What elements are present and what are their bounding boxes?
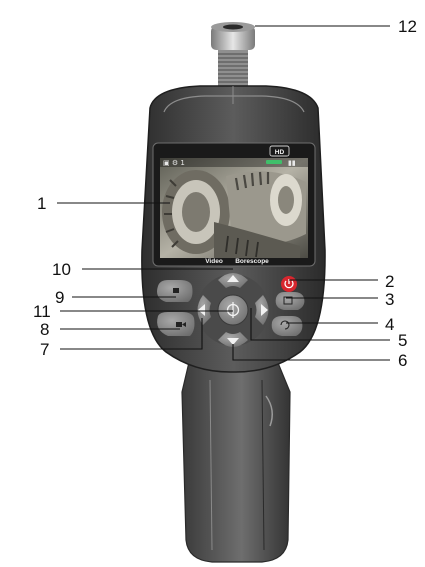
zoom-button[interactable] [275, 292, 305, 310]
arrow-left-icon [198, 304, 205, 316]
battery-indicator [266, 160, 282, 164]
camera-head [211, 22, 255, 88]
camera-lens-icon [223, 24, 243, 30]
screen-status-icons: ▣ ⚙ 1 [163, 159, 185, 167]
rotate-icon [280, 320, 290, 330]
camera-icon [173, 288, 179, 293]
zoom-icon [283, 296, 293, 305]
callout-9: 9 [55, 288, 64, 307]
callout-11: 11 [33, 302, 51, 321]
callout-12: 12 [398, 17, 417, 36]
hd-badge-frame [269, 145, 290, 157]
video-icon [176, 322, 186, 327]
gear-image [162, 170, 306, 258]
arrow-right-icon [261, 304, 268, 316]
callout-6: 6 [398, 351, 407, 370]
mode-label-video: Video [205, 258, 223, 265]
callout-10: 10 [52, 260, 71, 279]
record-button[interactable] [157, 312, 195, 336]
callout-7: 7 [40, 340, 49, 359]
signal-indicator: ▮▮ [288, 159, 296, 167]
arrow-down-icon [227, 338, 239, 345]
trigger-grip [265, 395, 273, 427]
screen: ▣ ⚙ 1 ▮▮ [160, 158, 308, 258]
ok-icon [226, 302, 240, 318]
power-icon [284, 280, 294, 289]
device-handle [181, 357, 291, 563]
rotate-button[interactable] [271, 316, 303, 336]
mode-label-borescope: Borescope [235, 258, 269, 265]
callout-3: 3 [385, 290, 394, 309]
callout-2: 2 [385, 272, 394, 291]
callout-5: 5 [398, 331, 407, 350]
callout-4: 4 [385, 315, 394, 334]
hd-badge: HD [275, 149, 285, 156]
arrow-up-icon [227, 275, 239, 282]
leader-lines [57, 25, 390, 361]
callout-8: 8 [40, 320, 49, 339]
callout-1: 1 [37, 194, 46, 213]
